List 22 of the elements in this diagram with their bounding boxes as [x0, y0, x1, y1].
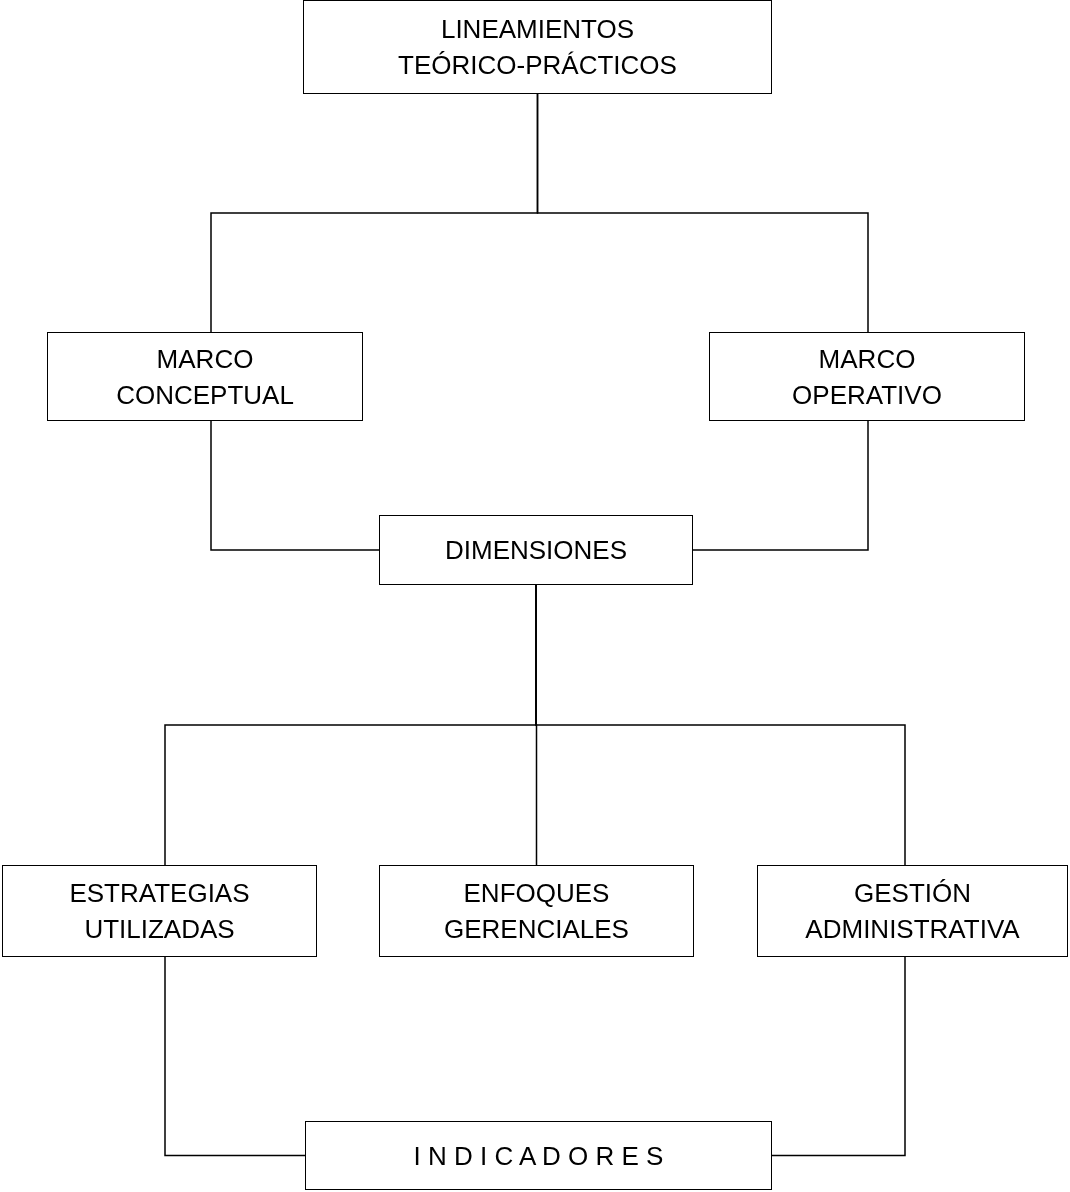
process-box [757, 865, 1068, 957]
box-label: LINEAMIENTOS TEÓRICO-PRÁCTICOS [397, 13, 678, 82]
connector-line [771, 956, 906, 1157]
box-label: ESTRATEGIAS UTILIZADAS [68, 877, 251, 946]
process-box [303, 0, 772, 94]
connector-line [692, 420, 869, 551]
process-box [305, 1121, 772, 1190]
process-box [47, 332, 363, 421]
process-box [379, 515, 693, 585]
process-box [2, 865, 317, 957]
process-box [709, 332, 1025, 421]
box-label: MARCO CONCEPTUAL [115, 342, 295, 412]
connector-line [536, 93, 869, 333]
box-label: GESTIÓN ADMINISTRATIVA [804, 877, 1021, 946]
connector-line [535, 584, 906, 866]
box-label: DIMENSIONES [445, 534, 627, 567]
process-box [379, 865, 694, 957]
connector-line [210, 420, 380, 551]
box-label: MARCO OPERATIVO [791, 342, 943, 412]
box-label: I N D I C A D O R E S [413, 1139, 664, 1173]
box-label: ENFOQUES GERENCIALES [443, 877, 630, 946]
connector-line [164, 956, 306, 1157]
